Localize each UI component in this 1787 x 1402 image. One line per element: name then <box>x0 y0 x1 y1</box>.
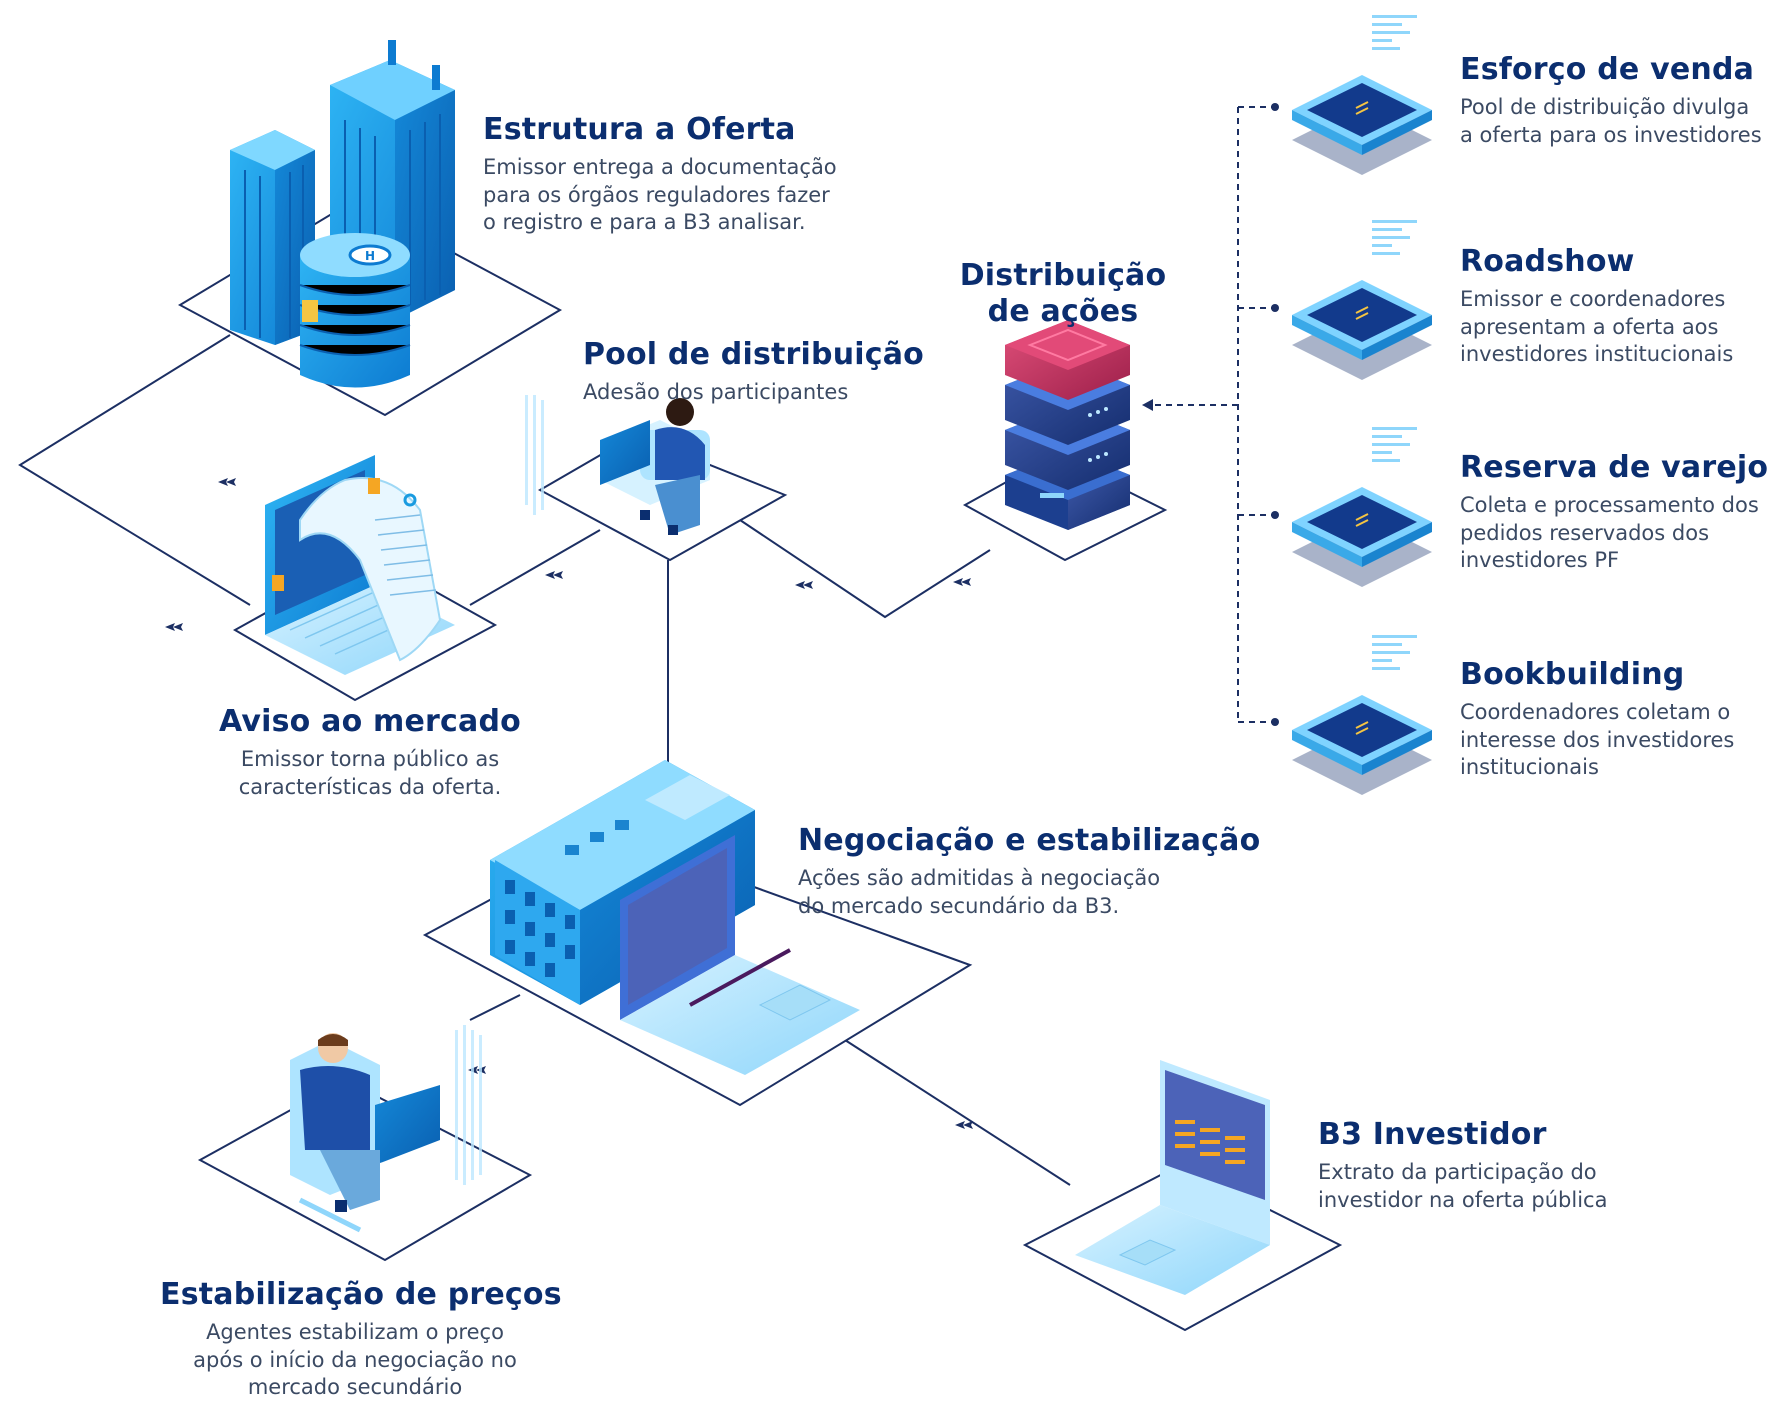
node-title: Bookbuilding <box>1460 657 1685 692</box>
stabilization-person-icon <box>290 1025 482 1233</box>
node-description: Ações são admitidas à negociação do merc… <box>798 865 1260 920</box>
laptop-document-icon <box>265 455 455 675</box>
desc-line: investidores institucionais <box>1460 342 1734 366</box>
desc-line: Emissor e coordenadores <box>1460 287 1726 311</box>
node-description: Coordenadores coletam o interesse dos in… <box>1460 699 1734 782</box>
desc-line: a oferta para os investidores <box>1460 122 1762 147</box>
chip-reserva <box>1292 427 1432 587</box>
desc-line: Ações são admitidas à negociação <box>798 866 1161 890</box>
desc-line: Extrato da participação do <box>1318 1160 1597 1184</box>
desc-line: Pool de distribuição divulga <box>1460 95 1750 119</box>
bracket-dots <box>1142 103 1279 726</box>
connector-lines <box>18 334 1071 1186</box>
node-description: Coleta e processamento dos pedidos reser… <box>1460 492 1768 575</box>
chip-stack-icons <box>1292 15 1432 795</box>
desc-line: apresentam a oferta aos <box>1460 314 1719 339</box>
desc-line: características da oferta. <box>238 774 502 799</box>
node-bookbuilding: Bookbuilding Coordenadores coletam o int… <box>1460 657 1734 782</box>
node-title: Pool de distribuição <box>583 337 924 372</box>
title-line: de ações <box>987 294 1139 329</box>
desc-line: investidor na oferta pública <box>1318 1187 1608 1212</box>
line-pool-distribuicao <box>739 519 991 619</box>
office-buildings-icon: H <box>230 40 455 388</box>
desc-line: Coleta e processamento dos <box>1460 493 1759 517</box>
desc-line: interesse dos investidores <box>1460 727 1735 752</box>
node-esforco: Esforço de venda Pool de distribuição di… <box>1460 52 1762 149</box>
node-description: Emissor torna público as características… <box>190 746 550 801</box>
node-description: Emissor e coordenadores apresentam a ofe… <box>1460 286 1733 369</box>
node-aviso: Aviso ao mercado Emissor torna público a… <box>190 704 550 801</box>
desc-line: pedidos reservados dos <box>1460 520 1710 545</box>
node-title: Distribuição de ações <box>948 258 1178 330</box>
node-title: Negociação e estabilização <box>798 823 1261 858</box>
desc-line: para os órgãos reguladores fazer <box>483 182 830 207</box>
node-description: Adesão dos participantes <box>583 379 924 407</box>
desc-line: Adesão dos participantes <box>583 380 849 404</box>
desc-line: Agentes estabilizam o preço <box>206 1320 504 1344</box>
server-stack-icon <box>1005 320 1130 530</box>
node-negociacao: Negociação e estabilização Ações são adm… <box>798 823 1260 920</box>
desc-line: Coordenadores coletam o <box>1460 700 1731 724</box>
line-estrutura-aviso <box>18 334 251 606</box>
chip-bookbuilding <box>1292 635 1432 795</box>
node-estrutura: Estrutura a Oferta Emissor entrega a doc… <box>483 112 837 237</box>
node-roadshow: Roadshow Emissor e coordenadores apresen… <box>1460 244 1733 369</box>
desc-line: Emissor torna público as <box>240 747 500 771</box>
node-title: Reserva de varejo <box>1460 450 1769 485</box>
chip-esforco <box>1292 15 1432 175</box>
desc-line: do mercado secundário da B3. <box>798 893 1120 918</box>
node-description: Extrato da participação do investidor na… <box>1318 1159 1607 1214</box>
arrow-left-icon <box>1142 399 1153 411</box>
title-line: Distribuição <box>959 258 1167 293</box>
desc-line: institucionais <box>1460 755 1599 779</box>
svg-text:H: H <box>365 249 375 263</box>
node-description: Pool de distribuição divulga a oferta pa… <box>1460 94 1762 149</box>
node-description: Agentes estabilizam o preço após o iníci… <box>160 1319 550 1402</box>
node-title: Esforço de venda <box>1460 52 1755 87</box>
node-title: Estrutura a Oferta <box>483 112 796 147</box>
desc-line: investidores PF <box>1460 548 1620 572</box>
desc-line: o registro e para a B3 analisar. <box>483 210 806 234</box>
line-aviso-pool <box>469 529 601 606</box>
node-title: B3 Investidor <box>1318 1117 1547 1152</box>
chip-roadshow <box>1292 220 1432 380</box>
node-description: Emissor entrega a documentação para os ó… <box>483 154 837 237</box>
node-title: Aviso ao mercado <box>219 704 521 739</box>
dashed-bracket <box>1150 106 1275 723</box>
node-pool: Pool de distribuição Adesão dos particip… <box>583 337 924 407</box>
node-estabilizacao: Estabilização de preços Agentes estabili… <box>160 1277 562 1402</box>
line-negociacao-investidor <box>844 1039 1071 1186</box>
node-distribuicao: Distribuição de ações <box>948 258 1178 330</box>
node-reserva: Reserva de varejo Coleta e processamento… <box>1460 450 1768 575</box>
pool-person-icon <box>525 395 710 535</box>
desc-line: Emissor entrega a documentação <box>483 155 837 179</box>
trading-building-icon <box>490 760 860 1075</box>
desc-line: mercado secundário <box>247 1375 463 1399</box>
node-title: Estabilização de preços <box>160 1277 562 1312</box>
node-title: Roadshow <box>1460 244 1635 279</box>
line-negociacao-estabilizacao <box>469 994 521 1021</box>
investor-laptop-icon <box>1075 1060 1270 1295</box>
node-investidor: B3 Investidor Extrato da participação do… <box>1318 1117 1607 1214</box>
desc-line: após o início da negociação no <box>193 1347 517 1372</box>
